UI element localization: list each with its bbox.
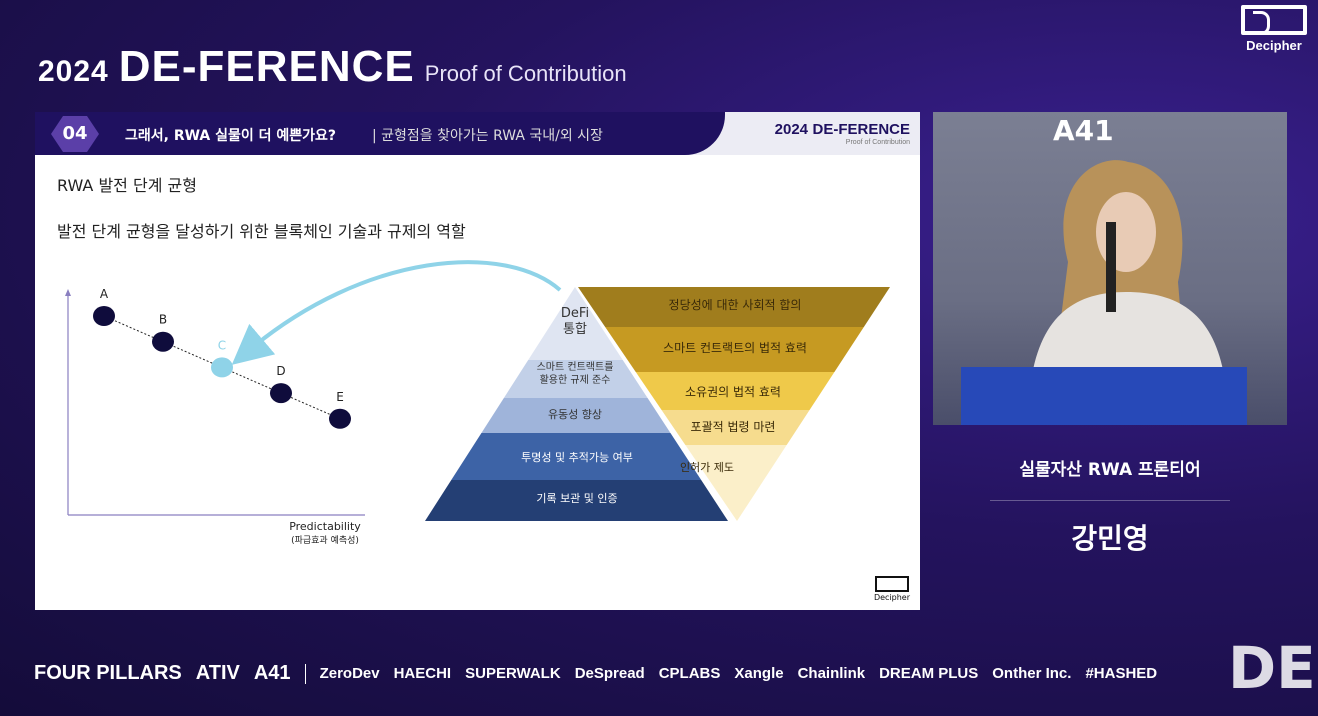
point-label: D — [276, 364, 285, 378]
event-title: DE-FERENCE — [118, 42, 415, 91]
slide-header-bar: 04 그래서, RWA 실물이 더 예쁜가요? | 균형점을 찾아가는 RWA … — [35, 112, 920, 155]
arrow-to-c — [231, 260, 562, 365]
presentation-slide: 04 그래서, RWA 실물이 더 예쁜가요? | 균형점을 찾아가는 RWA … — [35, 112, 920, 610]
sponsor-logo: Xangle — [734, 665, 784, 682]
point-label: E — [336, 390, 344, 404]
slide-heading: RWA 발전 단계 균형 — [57, 176, 197, 195]
point-e — [329, 408, 351, 429]
tech-layer-label: 기록 보관 및 인증 — [536, 492, 617, 505]
sponsor-logo: SUPERWALK — [465, 665, 561, 682]
regulation-layer-label: 포괄적 법령 마련 — [691, 420, 776, 434]
point-a — [93, 306, 115, 326]
brand-name: Decipher — [1246, 38, 1302, 53]
decipher-logo: Decipher — [1238, 5, 1310, 54]
point-label: A — [100, 287, 109, 301]
point-d — [270, 383, 292, 404]
slide-header-dark — [35, 112, 725, 155]
decipher-mark-icon — [874, 576, 909, 592]
speaker-video: A41 — [933, 112, 1287, 425]
tech-layer-label: 활용한 규제 준수 — [540, 373, 611, 386]
scatter-axes — [65, 289, 365, 516]
backdrop-logo: A41 — [1053, 114, 1114, 147]
sponsor-logo: Onther Inc. — [992, 665, 1072, 682]
event-year: 2024 — [38, 55, 109, 88]
decipher-logo-icon — [1241, 5, 1307, 35]
diagram: Predictability (파급효과 예측성) A B C D E DeFi통합스마… — [65, 260, 890, 546]
regulation-layer-label: 소유권의 법적 효력 — [685, 385, 781, 399]
slide-subheading: 발전 단계 균형을 달성하기 위한 블록체인 기술과 규제의 역할 — [57, 222, 466, 241]
point-c — [211, 357, 233, 378]
point-b — [152, 331, 174, 352]
sponsor-logo: A41 — [253, 662, 291, 684]
regulation-layer-label: 인허가 제도 — [680, 461, 734, 474]
sponsor-logo: FOUR PILLARS — [34, 662, 182, 684]
divider — [990, 500, 1230, 501]
tech-layer-label: 투명성 및 추적가능 여부 — [521, 451, 633, 464]
tech-layer-label: 통합 — [563, 322, 587, 337]
tech-layer-label: 스마트 컨트랙트를 — [537, 361, 614, 373]
point-label: B — [159, 313, 167, 327]
section-number: 04 — [51, 116, 99, 152]
event-subtitle: Proof of Contribution — [424, 61, 627, 86]
x-axis-sublabel: (파급효과 예측성) — [291, 535, 359, 546]
sponsor-logo: #HASHED — [1085, 665, 1158, 682]
point-label: C — [218, 338, 226, 352]
sponsor-separator — [304, 663, 306, 684]
sponsor-logo: Chainlink — [797, 665, 866, 682]
sponsor-logo: HAECHI — [393, 665, 452, 682]
slide-logo-sub: Proof of Contribution — [845, 139, 910, 146]
tech-layer-label: DeFi — [561, 306, 589, 321]
sponsor-logo: DREAM PLUS — [879, 665, 979, 682]
regulation-layer-label: 정당성에 대한 사회적 합의 — [669, 298, 802, 312]
event-header: 2024 DE-FERENCE Proof of Contribution — [38, 42, 627, 92]
tech-layer-label: 유동성 향상 — [548, 408, 602, 421]
slide-footer-logo-text: Decipher — [873, 593, 910, 602]
sponsor-logo: DeSpread — [574, 665, 645, 682]
slide-title: 그래서, RWA 실물이 더 예쁜가요? — [125, 128, 337, 144]
slide-footer-logo: Decipher — [874, 576, 910, 602]
sponsor-logo: ATIV — [195, 662, 240, 684]
x-axis-label: Predictability — [289, 520, 361, 533]
sponsor-bar: FOUR PILLARS ATIV A41 ZeroDev HAECHI SUPERWAL… — [34, 662, 1157, 685]
sponsor-logo: CPLABS — [658, 665, 721, 682]
corner-logo: DE — [1228, 634, 1316, 702]
slide-logo-year: 2024 — [774, 121, 809, 138]
slide-subtitle: | 균형점을 찾아가는 RWA 국내/외 시장 — [372, 128, 603, 144]
slide-logo-title: DE-FERENCE — [812, 121, 910, 138]
regulation-layer-label: 스마트 컨트랙트의 법적 효력 — [663, 341, 807, 355]
sponsor-logo: ZeroDev — [319, 665, 380, 682]
speaker-name: 강민영 — [1071, 522, 1149, 555]
podium — [961, 367, 1247, 425]
session-title: 실물자산 RWA 프론티어 — [1019, 460, 1201, 480]
